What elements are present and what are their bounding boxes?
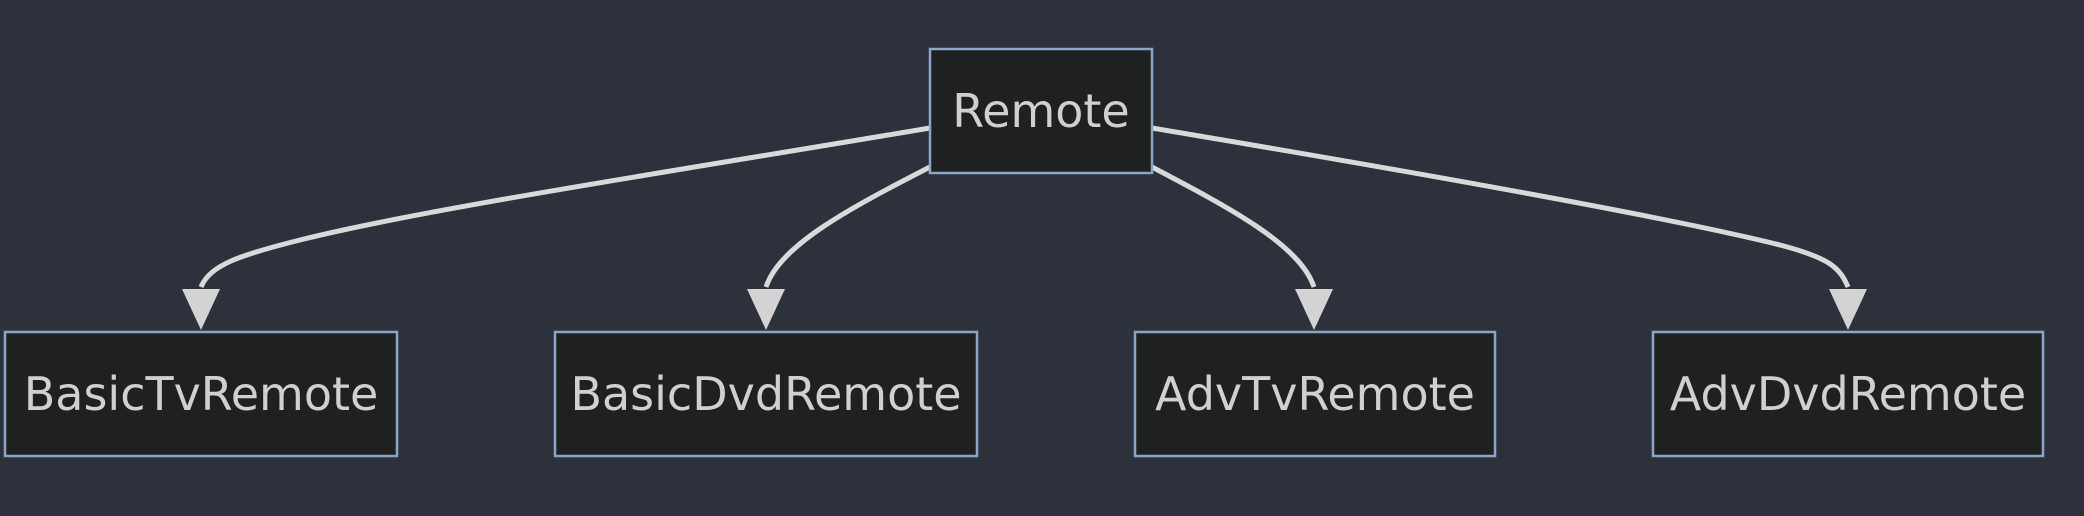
node-box [1133, 330, 1497, 458]
node-label: BasicTvRemote [24, 367, 379, 421]
node-label: BasicDvdRemote [570, 367, 961, 421]
node-label: Remote [952, 84, 1130, 138]
node-box [3, 330, 399, 458]
arrowhead-icon [747, 289, 785, 330]
edge-line [1151, 125, 1851, 288]
edge-line [198, 125, 931, 289]
node-basic-dvd-remote[interactable]: BasicDvdRemote [553, 330, 979, 458]
edge-remote-to-basic-tv-remote [182, 125, 931, 330]
node-box [553, 330, 979, 458]
node-adv-dvd-remote[interactable]: AdvDvdRemote [1651, 330, 2045, 458]
node-label: AdvTvRemote [1155, 367, 1475, 421]
arrowhead-icon [1829, 289, 1867, 330]
edge-remote-to-adv-dvd-remote [1151, 125, 1867, 330]
node-box [1651, 330, 2045, 458]
node-box [928, 47, 1154, 175]
node-remote[interactable]: Remote [928, 47, 1154, 175]
edge-line [763, 164, 932, 288]
node-basic-tv-remote[interactable]: BasicTvRemote [3, 330, 399, 458]
edge-line [1150, 164, 1317, 288]
edge-remote-to-adv-tv-remote [1150, 164, 1333, 330]
arrowhead-icon [182, 289, 220, 330]
nodes: Remote BasicTvRemote BasicDvdRemote AdvT… [3, 47, 2045, 458]
node-adv-tv-remote[interactable]: AdvTvRemote [1133, 330, 1497, 458]
edge-remote-to-basic-dvd-remote [747, 164, 932, 330]
edges [182, 125, 1867, 330]
node-label: AdvDvdRemote [1670, 367, 2026, 421]
arrowhead-icon [1295, 289, 1333, 330]
